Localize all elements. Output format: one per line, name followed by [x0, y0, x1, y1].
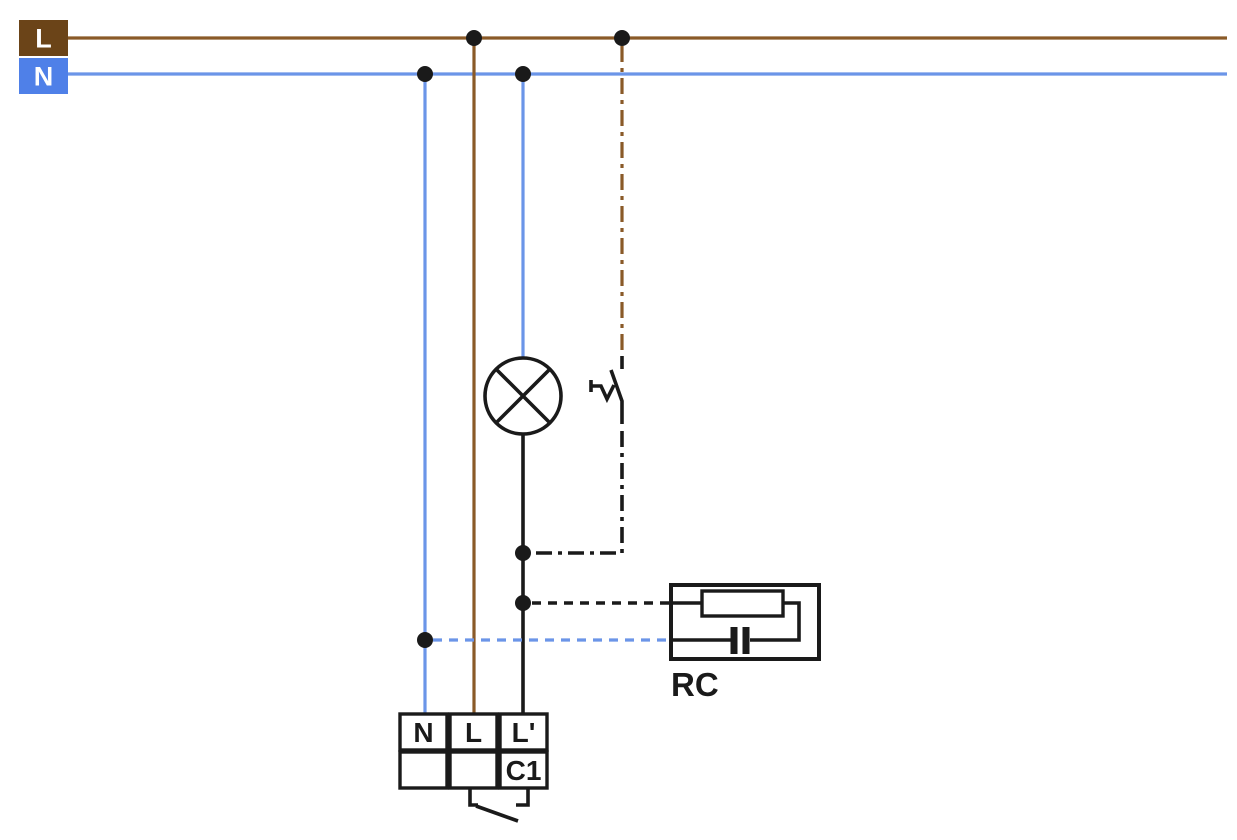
neutral-box-label: N	[34, 62, 54, 92]
rc-module-label: RC	[671, 666, 719, 703]
junction-dot	[466, 30, 482, 46]
rc-lead-right	[750, 601, 801, 642]
junction-dot	[515, 545, 531, 561]
junction-dot	[417, 632, 433, 648]
manual-switch-icon	[589, 356, 624, 424]
terminal-cell-c1	[498, 750, 549, 790]
lamp-icon	[483, 356, 563, 436]
terminal-label-lprime: L'	[512, 717, 536, 748]
terminal-block: N L L' C1	[398, 712, 549, 790]
rc-snubber-module: RC	[669, 583, 821, 703]
capacitor-icon	[730, 627, 750, 654]
relay-contact-icon	[468, 788, 530, 823]
relay-contact-blade	[475, 804, 519, 823]
resistor-icon	[700, 589, 785, 618]
junction-dot	[515, 66, 531, 82]
terminal-cell-n	[398, 712, 449, 752]
capacitor-plate-right	[742, 627, 750, 654]
terminal-cell-l	[448, 712, 499, 752]
terminal-cell-lprime	[498, 712, 549, 752]
lamp-cross	[494, 367, 552, 425]
terminal-label-c1: C1	[506, 755, 542, 786]
capacitor-plate-left	[730, 627, 738, 654]
lamp-circle	[483, 356, 563, 436]
rc-module-outline	[669, 583, 821, 661]
control-line-lower	[532, 431, 624, 555]
junction-dot	[515, 595, 531, 611]
terminal-cell-blank-2	[448, 750, 499, 790]
phase-box-label: L	[35, 24, 52, 54]
phase-box	[19, 20, 68, 56]
junction-dot	[614, 30, 630, 46]
terminal-cell-blank-1	[398, 750, 449, 790]
junction-dots	[417, 30, 630, 648]
supply-legend: L N	[19, 20, 68, 94]
switch-blade	[609, 369, 624, 424]
terminal-label-l: L	[465, 717, 482, 748]
junction-dot	[417, 66, 433, 82]
relay-contact-lead-left	[468, 788, 478, 807]
relay-contact-lead-right	[516, 788, 530, 807]
switch-actuator	[589, 380, 616, 404]
neutral-box	[19, 58, 68, 94]
terminal-label-n: N	[413, 717, 433, 748]
